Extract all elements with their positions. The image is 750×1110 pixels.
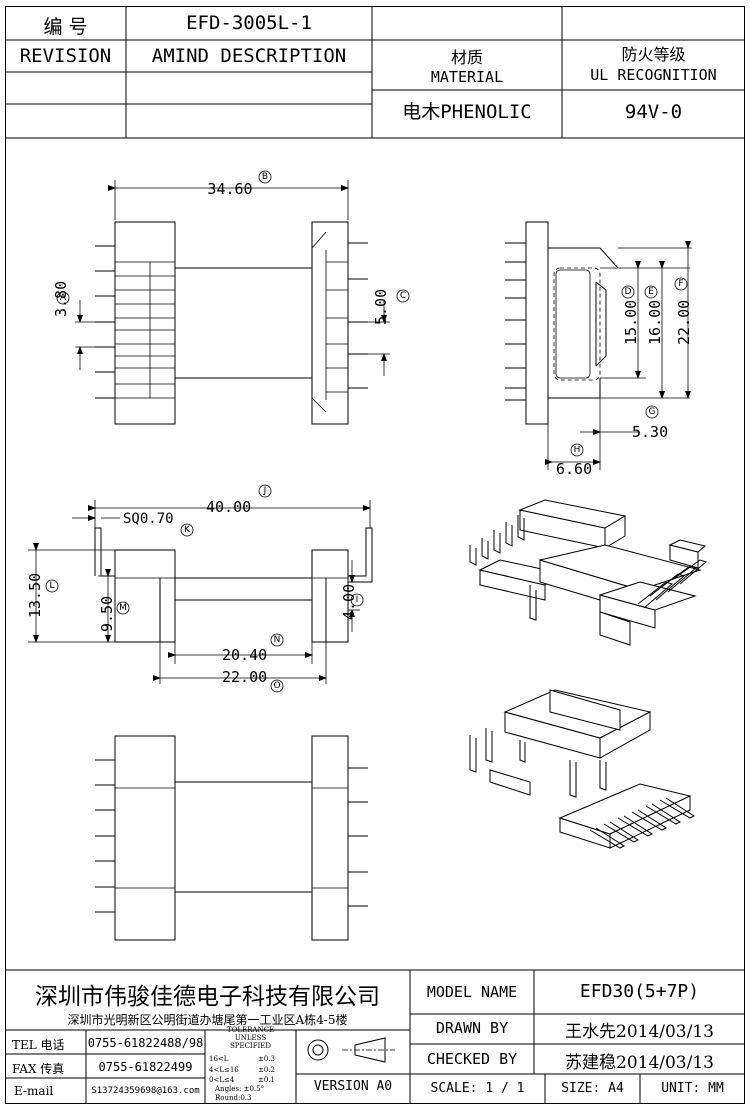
email-value: S13724359698@163.com [91, 1086, 200, 1096]
marker-d: D [624, 287, 632, 297]
tolerance-angles: Angles: ±0.5° [215, 1085, 265, 1093]
side-view [505, 221, 692, 470]
marker-c: C [399, 291, 407, 301]
dim-c-value: 5.00 [372, 288, 390, 325]
tolerance-unless: UNLESS [234, 1034, 267, 1042]
material-en-label: MATERIAL [430, 68, 504, 86]
tel-label: TEL 电话 [12, 1038, 65, 1052]
code-label: 编 号 [43, 16, 88, 38]
tolerance-specified: SPECIFIED [229, 1042, 272, 1050]
dimension-markers [45, 170, 688, 693]
dim-l-value: 13.50 [26, 572, 44, 618]
dim-n-value: 20.40 [222, 646, 268, 664]
drawing-frame [5, 6, 745, 1104]
marker-o: O [273, 681, 281, 691]
bottom-view [95, 735, 368, 941]
dim-g-value: 5.30 [632, 423, 669, 441]
marker-b: B [261, 172, 269, 182]
tolerance-range-3: 0<L≤4 [209, 1076, 235, 1084]
ul-cn-label: 防火等级 [621, 45, 686, 64]
marker-l: L [49, 581, 55, 591]
part-number: EFD-3005L-1 [186, 12, 312, 34]
tel-value: 0755-61822488/98 [87, 1036, 204, 1050]
tolerance-value-3: ±0.1 [258, 1076, 275, 1084]
tolerance-round: Round:0.3 [215, 1094, 252, 1102]
company-name: 深圳市伟骏佳德电子科技有限公司 [35, 984, 380, 1010]
isometric-view-bottom [469, 689, 696, 849]
tolerance-range-1: 16<L [209, 1055, 229, 1063]
dim-d-value: 15.00 [622, 299, 640, 345]
marker-g: G [648, 407, 656, 417]
company-address: 深圳市光明新区公明街道办塘尾第一工业区A栋4-5楼 [67, 1013, 348, 1027]
tolerance-value-1: ±0.3 [258, 1055, 275, 1063]
dim-b-value: 34.60 [207, 180, 253, 198]
fax-value: 0755-61822499 [98, 1060, 193, 1074]
material-value: 电木PHENOLIC [402, 101, 532, 123]
fax-label: FAX 传真 [12, 1062, 65, 1076]
marker-e: E [648, 287, 654, 297]
marker-k: K [184, 525, 190, 535]
material-cn-label: 材质 [450, 48, 483, 67]
marker-i: I [355, 595, 359, 605]
version: VERSION A0 [313, 1079, 393, 1094]
dim-k-value: SQ0.70 [123, 511, 174, 527]
dim-f-value: 22.00 [675, 299, 693, 345]
unit-label: UNIT: MM [661, 1081, 724, 1096]
model-name-value: EFD30(5+7P) [579, 981, 700, 1002]
tolerance-range-2: 4<L≤16 [209, 1066, 239, 1074]
model-name-label: MODEL NAME [426, 983, 518, 1001]
size-label: SIZE: A4 [561, 1081, 624, 1096]
amend-description-label: AMIND DESCRIPTION [151, 45, 347, 67]
revision-label: REVISION [19, 45, 112, 67]
marker-h: H [573, 445, 581, 455]
marker-f: F [678, 279, 684, 289]
footer-table-lines [5, 969, 745, 1104]
drawn-by-value: 王水先2014/03/13 [565, 1022, 714, 1042]
ul-en-label: UL RECOGNITION [590, 66, 717, 84]
email-label: E-mail [14, 1084, 54, 1098]
top-view [75, 180, 390, 425]
marker-j: J [263, 486, 267, 496]
dim-h-value: 6.60 [556, 460, 593, 478]
marker-a: A [59, 293, 67, 303]
marker-m: M [119, 603, 127, 613]
tolerance-value-2: ±0.2 [258, 1066, 275, 1074]
checked-by-value: 苏建稳2014/03/13 [565, 1053, 714, 1073]
ul-value: 94V-0 [624, 101, 683, 123]
dim-o-value: 22.00 [222, 668, 268, 686]
front-view [28, 500, 373, 684]
marker-n: N [273, 635, 281, 645]
checked-by-label: CHECKED BY [426, 1050, 518, 1068]
dim-e-value: 16.00 [646, 299, 664, 345]
isometric-view-top [469, 499, 708, 646]
scale-label: SCALE: 1 / 1 [430, 1081, 525, 1096]
dim-j-value: 40.00 [206, 498, 252, 516]
dim-m-value: 9.50 [98, 595, 116, 632]
tolerance-title: TOLERANCE [226, 1026, 275, 1034]
drawn-by-label: DRAWN BY [435, 1019, 509, 1037]
